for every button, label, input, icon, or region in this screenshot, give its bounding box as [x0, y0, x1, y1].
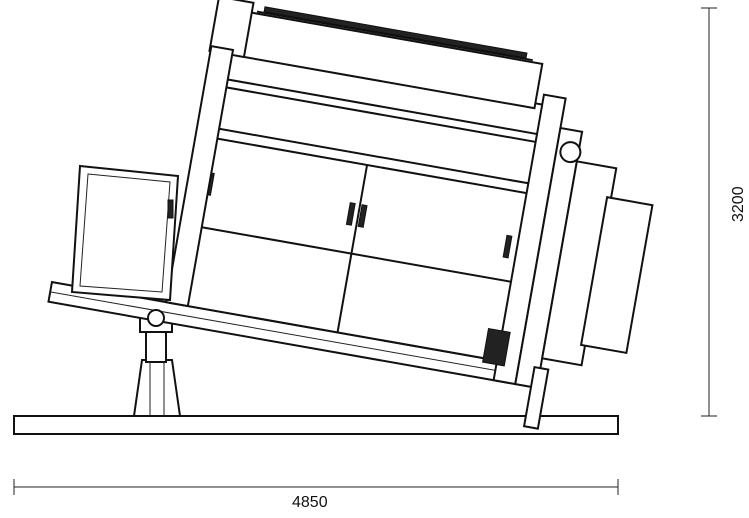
motor	[559, 141, 582, 164]
height-dimension-label: 3200	[730, 186, 747, 222]
left-post	[165, 44, 235, 308]
top-comb	[263, 6, 528, 59]
pivot	[147, 309, 165, 327]
rear-panel	[579, 196, 654, 355]
drive-unit	[482, 327, 511, 367]
door-handle	[357, 204, 368, 228]
width-dimension-label: 4850	[292, 494, 328, 511]
height-dimension-line	[701, 7, 717, 417]
door-handle	[502, 234, 513, 259]
support-pedestal	[132, 311, 182, 417]
side-door	[70, 164, 180, 302]
door-handle	[345, 202, 356, 226]
width-dimension-line	[13, 479, 619, 495]
base-plate	[13, 415, 619, 435]
tilted-frame	[47, 0, 654, 430]
end-bracket	[522, 365, 550, 430]
